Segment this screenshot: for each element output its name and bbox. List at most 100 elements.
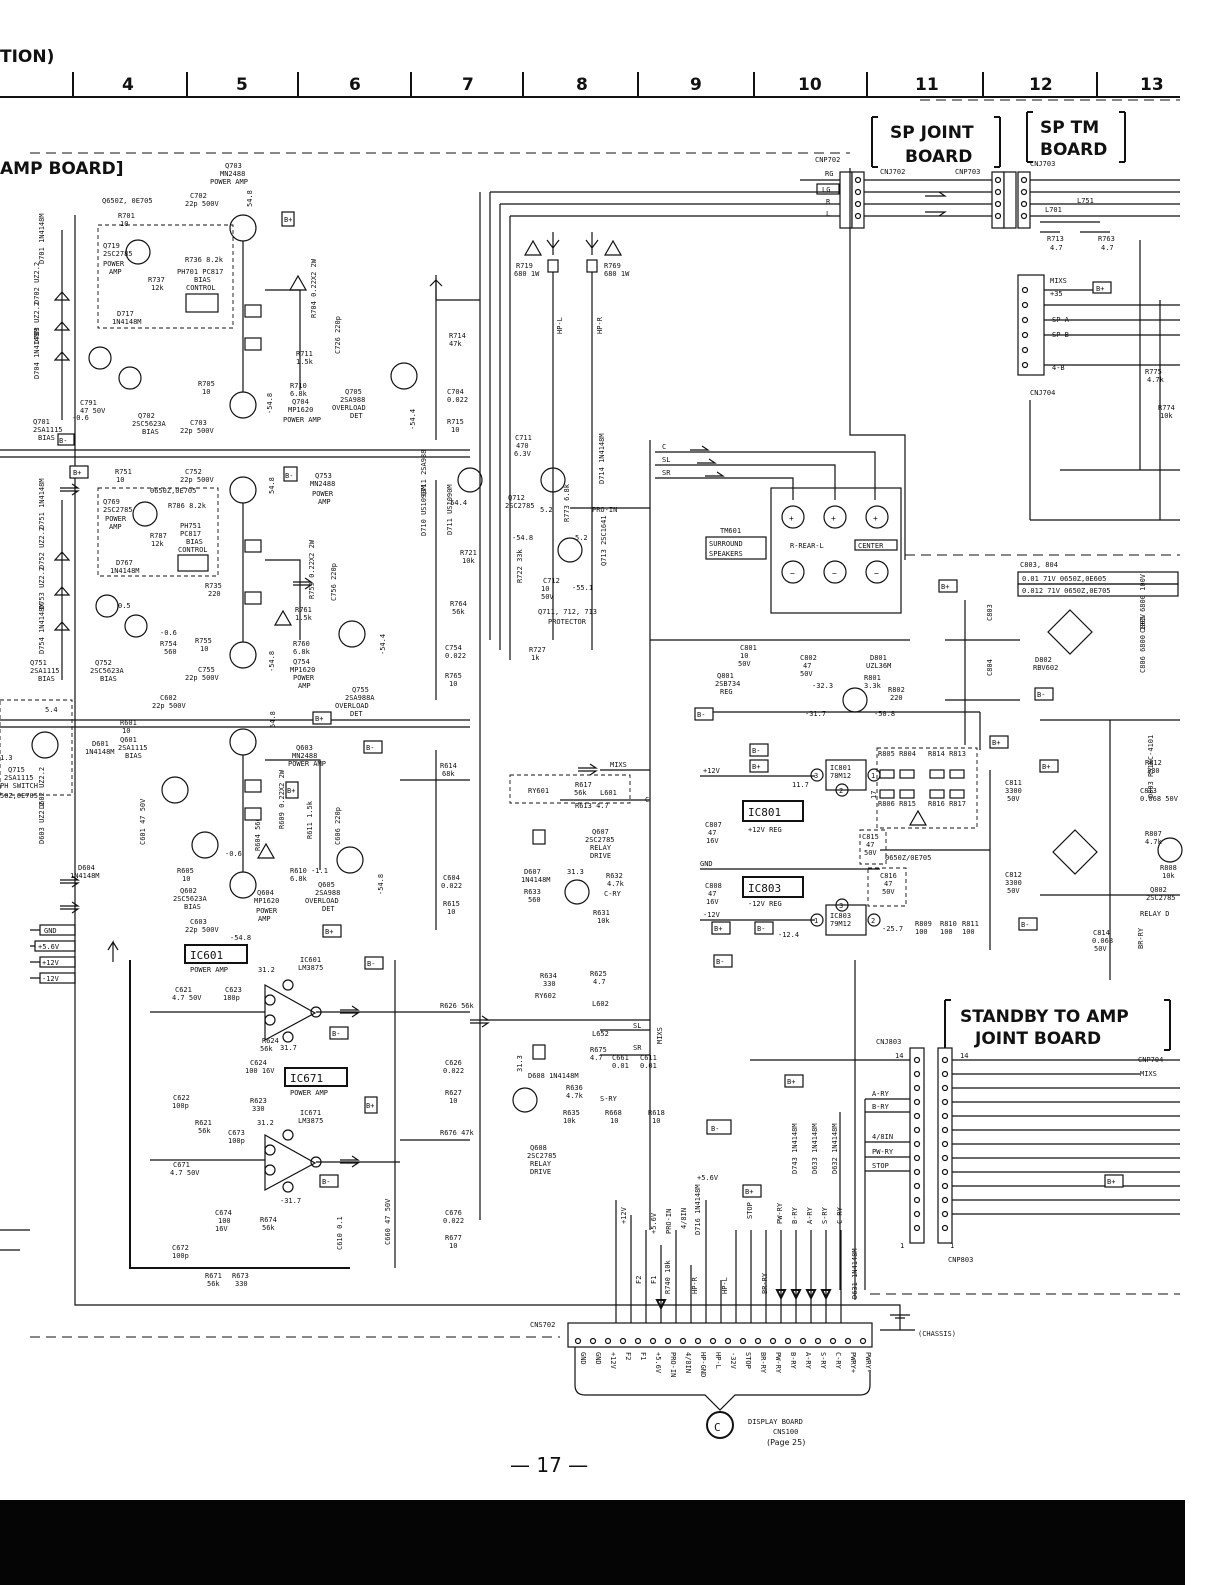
svg-text:L652: L652 bbox=[592, 1030, 609, 1038]
svg-text:R674: R674 bbox=[260, 1216, 277, 1224]
svg-text:C726 220p: C726 220p bbox=[334, 316, 342, 354]
svg-text:R609 0.22X2 2W: R609 0.22X2 2W bbox=[278, 769, 286, 829]
svg-text:100: 100 bbox=[915, 928, 928, 936]
svg-text:Q711, 712, 713: Q711, 712, 713 bbox=[538, 608, 597, 616]
mixs-connector: MIXS +35 SP-A SP-B 4-B CNJ704 bbox=[1017, 274, 1180, 397]
svg-text:100p: 100p bbox=[172, 1102, 189, 1110]
svg-text:470: 470 bbox=[516, 442, 529, 450]
svg-text:1.5k: 1.5k bbox=[296, 358, 314, 366]
svg-text:1N4148M: 1N4148M bbox=[85, 748, 115, 756]
svg-text:PC817: PC817 bbox=[180, 530, 201, 538]
svg-text:100 16V: 100 16V bbox=[245, 1067, 275, 1075]
transistor-q603 bbox=[229, 728, 257, 756]
cns702-pin-label: 4/8IN bbox=[684, 1352, 692, 1373]
bplus-tag-sp-tm: B+ bbox=[1092, 281, 1112, 294]
svg-text:C-RY: C-RY bbox=[604, 890, 622, 898]
svg-text:1: 1 bbox=[871, 772, 875, 780]
cns702-pin bbox=[829, 1337, 837, 1345]
svg-text:3300: 3300 bbox=[1005, 787, 1022, 795]
svg-text:47: 47 bbox=[708, 890, 716, 898]
svg-text:C: C bbox=[714, 1421, 721, 1434]
amp-board-title: AMP BOARD] bbox=[0, 159, 124, 179]
svg-text:680 1W: 680 1W bbox=[514, 270, 540, 278]
svg-text:STOP: STOP bbox=[746, 1202, 754, 1219]
svg-text:IC601: IC601 bbox=[300, 956, 321, 964]
svg-text:B+: B+ bbox=[787, 1078, 795, 1086]
column-label-13: 13 bbox=[1140, 75, 1164, 95]
svg-text:31.3: 31.3 bbox=[567, 868, 584, 876]
svg-text:B-: B- bbox=[366, 744, 374, 752]
svg-text:C: C bbox=[662, 443, 666, 451]
svg-text:100: 100 bbox=[218, 1217, 231, 1225]
bplus-tag-q605: B+ bbox=[322, 924, 342, 938]
svg-text:56k: 56k bbox=[452, 608, 465, 616]
svg-text:330: 330 bbox=[235, 1280, 248, 1288]
svg-text:POWER AMP: POWER AMP bbox=[190, 966, 228, 974]
svg-text:R805 R804: R805 R804 bbox=[878, 750, 916, 758]
svg-text:B+: B+ bbox=[992, 739, 1000, 747]
svg-text:F1: F1 bbox=[650, 1276, 658, 1284]
svg-text:Q703: Q703 bbox=[225, 162, 242, 170]
svg-text:+5.6V: +5.6V bbox=[38, 943, 60, 951]
svg-text:CENTER: CENTER bbox=[858, 542, 884, 550]
svg-text:C673: C673 bbox=[228, 1129, 245, 1137]
svg-text:B+: B+ bbox=[941, 583, 949, 591]
svg-text:Q607: Q607 bbox=[592, 828, 609, 836]
bplus-tag-ic803: B+ bbox=[711, 921, 731, 935]
svg-text:-54.8: -54.8 bbox=[268, 651, 276, 672]
svg-text:SPEAKERS: SPEAKERS bbox=[709, 550, 743, 558]
svg-text:RELAY D: RELAY D bbox=[1140, 910, 1170, 918]
svg-text:D802: D802 bbox=[1035, 656, 1052, 664]
svg-text:GND: GND bbox=[44, 927, 57, 935]
svg-text:PRO-IN: PRO-IN bbox=[592, 506, 617, 514]
svg-text:D743 1N4148M: D743 1N4148M bbox=[791, 1123, 799, 1174]
svg-text:L601: L601 bbox=[600, 789, 617, 797]
svg-text:Q605: Q605 bbox=[318, 881, 335, 889]
svg-text:78M12: 78M12 bbox=[830, 772, 851, 780]
svg-text:560: 560 bbox=[164, 648, 177, 656]
svg-text:OVERLOAD: OVERLOAD bbox=[332, 404, 366, 412]
svg-text:3.3k: 3.3k bbox=[864, 682, 882, 690]
svg-text:0.01: 0.01 bbox=[612, 1062, 629, 1070]
svg-text:2SC5623A: 2SC5623A bbox=[132, 420, 167, 428]
cns702-pin-label: C-RY bbox=[834, 1352, 842, 1370]
svg-text:Q705: Q705 bbox=[345, 388, 362, 396]
svg-text:B+: B+ bbox=[1042, 763, 1050, 771]
svg-text:R740 10k: R740 10k bbox=[664, 1259, 672, 1294]
cns702-pin bbox=[754, 1337, 762, 1345]
cnj803-label: CNJ803 bbox=[876, 1038, 901, 1046]
section-fragment: TION) bbox=[0, 47, 54, 67]
svg-text:Q769: Q769 bbox=[103, 498, 120, 506]
svg-text:F2: F2 bbox=[635, 1276, 643, 1284]
protector-section: Q711 2SA988 D710 US1090M D711 US1090M C7… bbox=[420, 433, 650, 662]
cns702-pin-label: PRO-IN bbox=[669, 1352, 677, 1377]
svg-text:Q608: Q608 bbox=[530, 1144, 547, 1152]
svg-text:2SA988A: 2SA988A bbox=[345, 694, 375, 702]
cnj703-label: CNJ703 bbox=[1030, 160, 1055, 168]
bplus-tag-right-psu: B+ bbox=[1039, 759, 1059, 773]
svg-text:2SA1115: 2SA1115 bbox=[30, 667, 60, 675]
svg-text:4.7: 4.7 bbox=[1101, 244, 1114, 252]
transistor-q801 bbox=[842, 687, 868, 713]
cns702-pin bbox=[784, 1337, 792, 1345]
svg-text:16V: 16V bbox=[706, 898, 719, 906]
svg-text:-0.6: -0.6 bbox=[72, 414, 89, 422]
svg-text:DET: DET bbox=[350, 710, 363, 718]
svg-text:C802: C802 bbox=[800, 654, 817, 662]
svg-text:C811: C811 bbox=[1005, 779, 1022, 787]
svg-text:-54.8: -54.8 bbox=[512, 534, 533, 542]
svg-text:L: L bbox=[826, 210, 830, 218]
svg-text:BOARD: BOARD bbox=[905, 147, 972, 167]
svg-text:B+: B+ bbox=[325, 928, 333, 936]
transistor-q604 bbox=[229, 871, 257, 899]
svg-text:R671: R671 bbox=[205, 1272, 222, 1280]
svg-text:54.8: 54.8 bbox=[269, 711, 277, 728]
svg-text:0650Z/0E705: 0650Z/0E705 bbox=[885, 854, 931, 862]
svg-text:MN2488: MN2488 bbox=[220, 170, 245, 178]
svg-text:D602 UZ2.2: D602 UZ2.2 bbox=[38, 767, 46, 809]
svg-text:-50.8: -50.8 bbox=[874, 710, 895, 718]
svg-text:0.022: 0.022 bbox=[445, 652, 466, 660]
svg-text:R676 47k: R676 47k bbox=[440, 1129, 475, 1137]
svg-text:R727: R727 bbox=[529, 646, 546, 654]
